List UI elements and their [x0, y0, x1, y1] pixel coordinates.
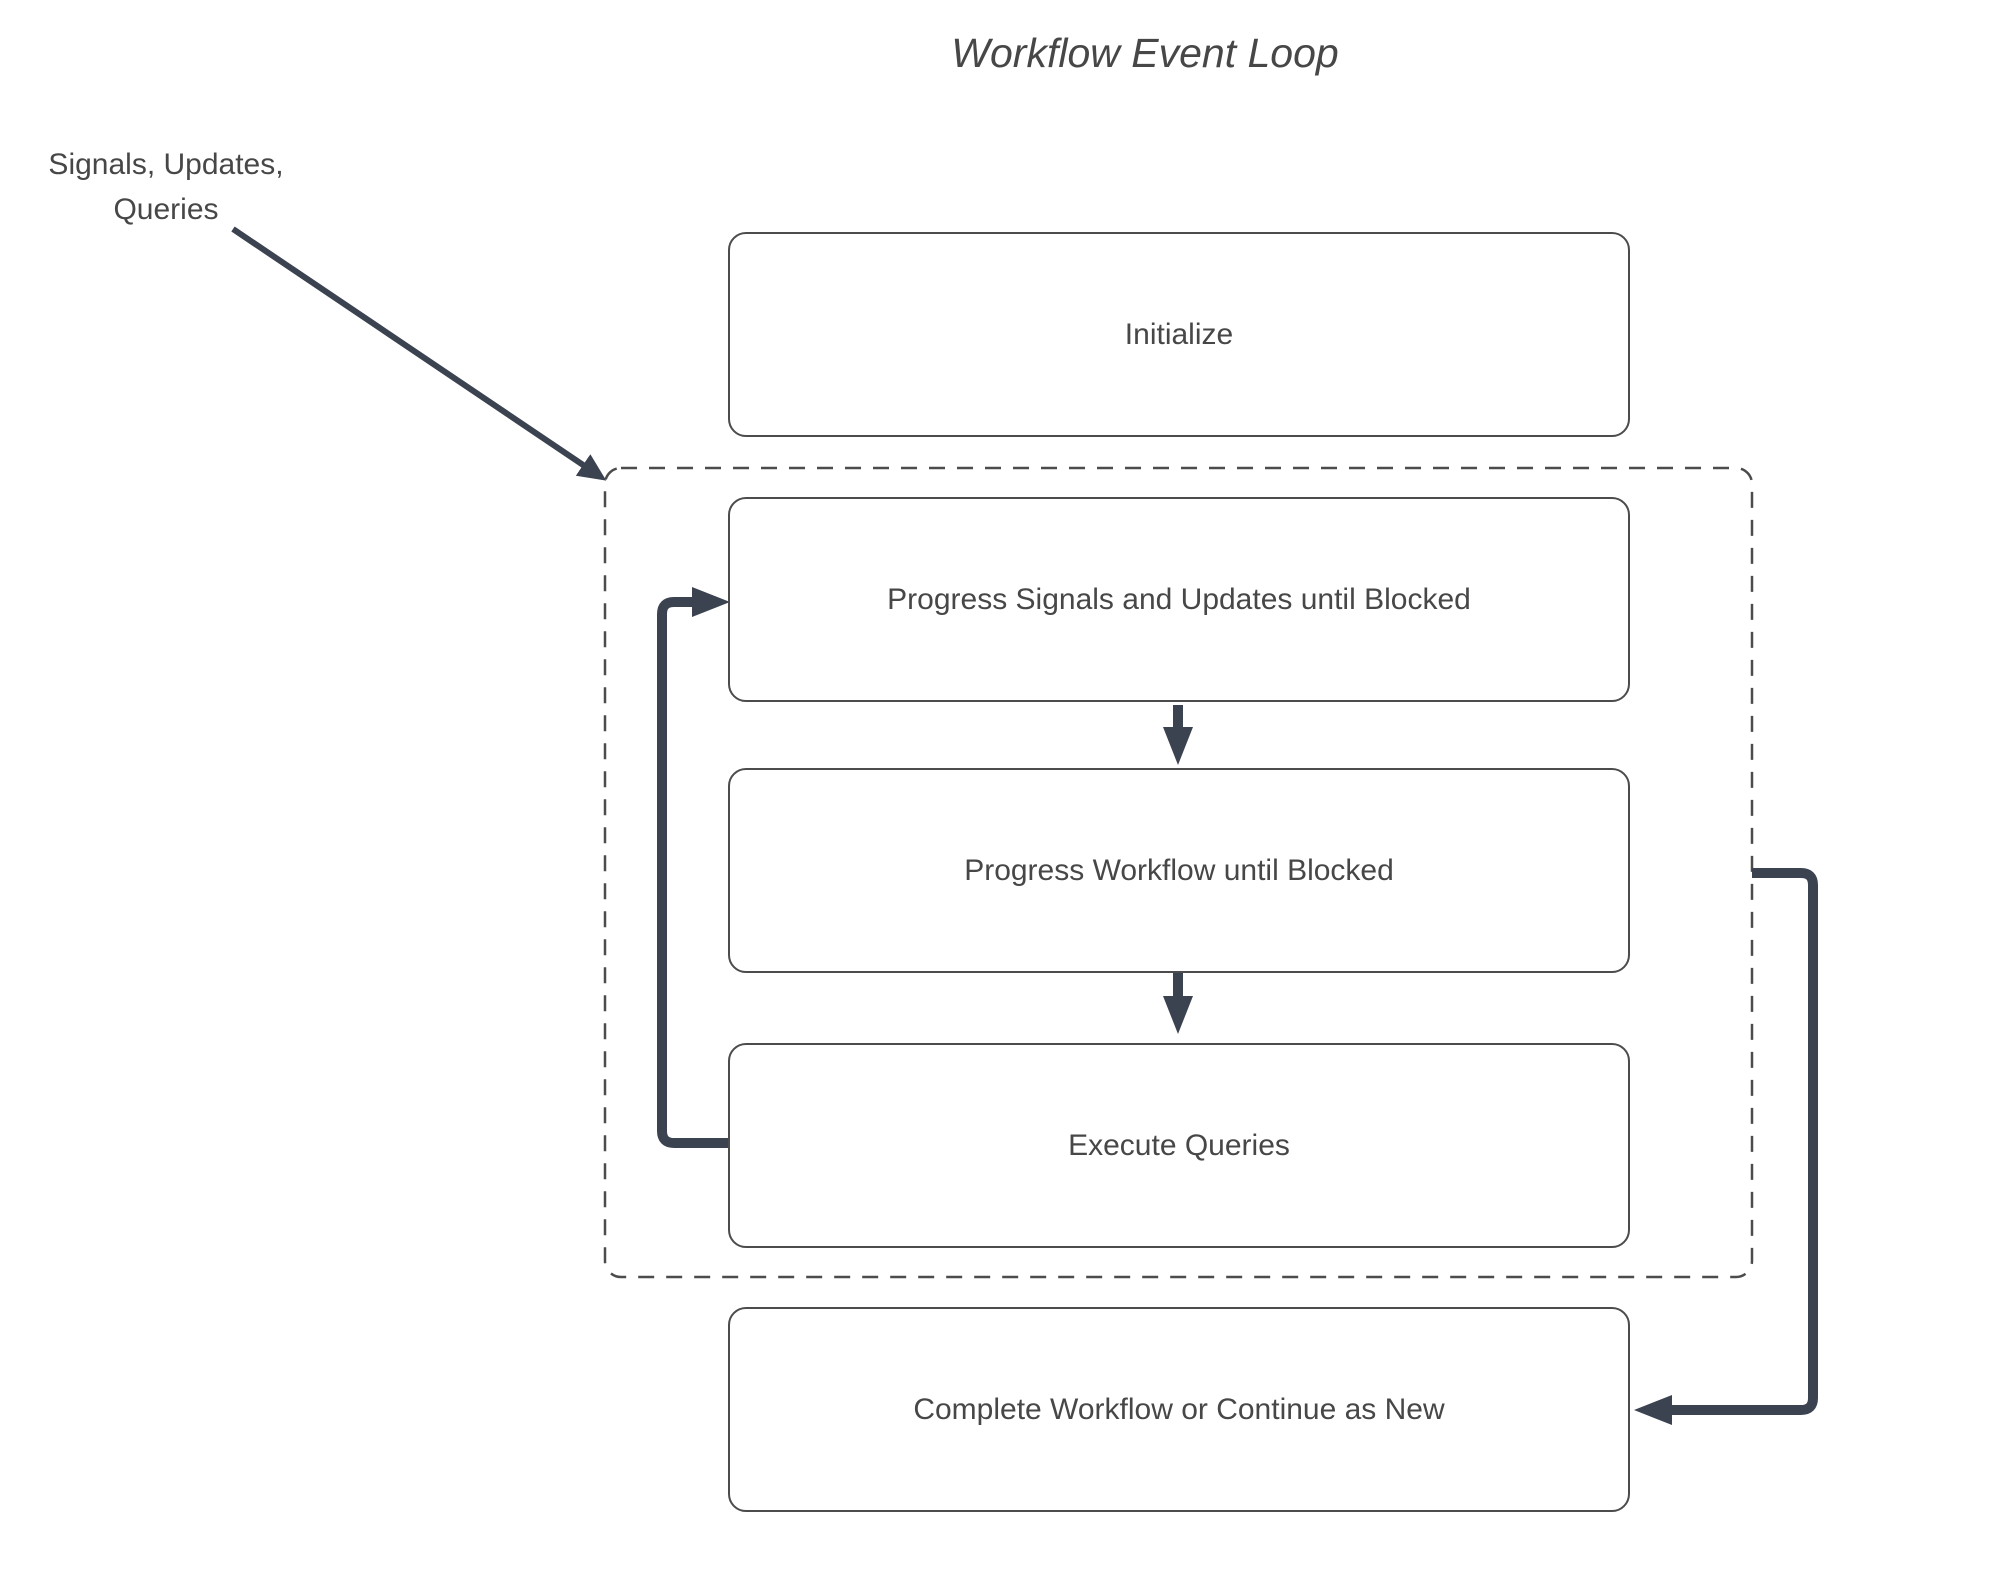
- node-complete-workflow: Complete Workflow or Continue as New: [728, 1307, 1630, 1512]
- event-loop-group-border: [603, 466, 1754, 1279]
- node-execute-queries: Execute Queries: [728, 1043, 1630, 1248]
- edge-group-to-complete: [1634, 868, 1818, 1425]
- node-progress-signals-updates-label: Progress Signals and Updates until Block…: [887, 582, 1471, 616]
- external-input-label-line2: Queries: [113, 193, 219, 226]
- diagram-title: Workflow Event Loop: [951, 30, 1339, 76]
- external-input-label: Signals, Updates, Queries: [48, 142, 283, 232]
- external-input-label-line1: Signals, Updates,: [48, 148, 284, 181]
- edge-queries-loop-back: [657, 587, 730, 1148]
- edge-external-to-group: [231, 226, 607, 481]
- node-progress-workflow: Progress Workflow until Blocked: [728, 768, 1630, 973]
- node-progress-signals-updates: Progress Signals and Updates until Block…: [728, 497, 1630, 702]
- node-initialize: Initialize: [728, 232, 1630, 437]
- node-complete-workflow-label: Complete Workflow or Continue as New: [913, 1392, 1445, 1426]
- node-execute-queries-label: Execute Queries: [1068, 1128, 1290, 1162]
- node-progress-workflow-label: Progress Workflow until Blocked: [964, 853, 1394, 887]
- node-initialize-label: Initialize: [1124, 317, 1234, 351]
